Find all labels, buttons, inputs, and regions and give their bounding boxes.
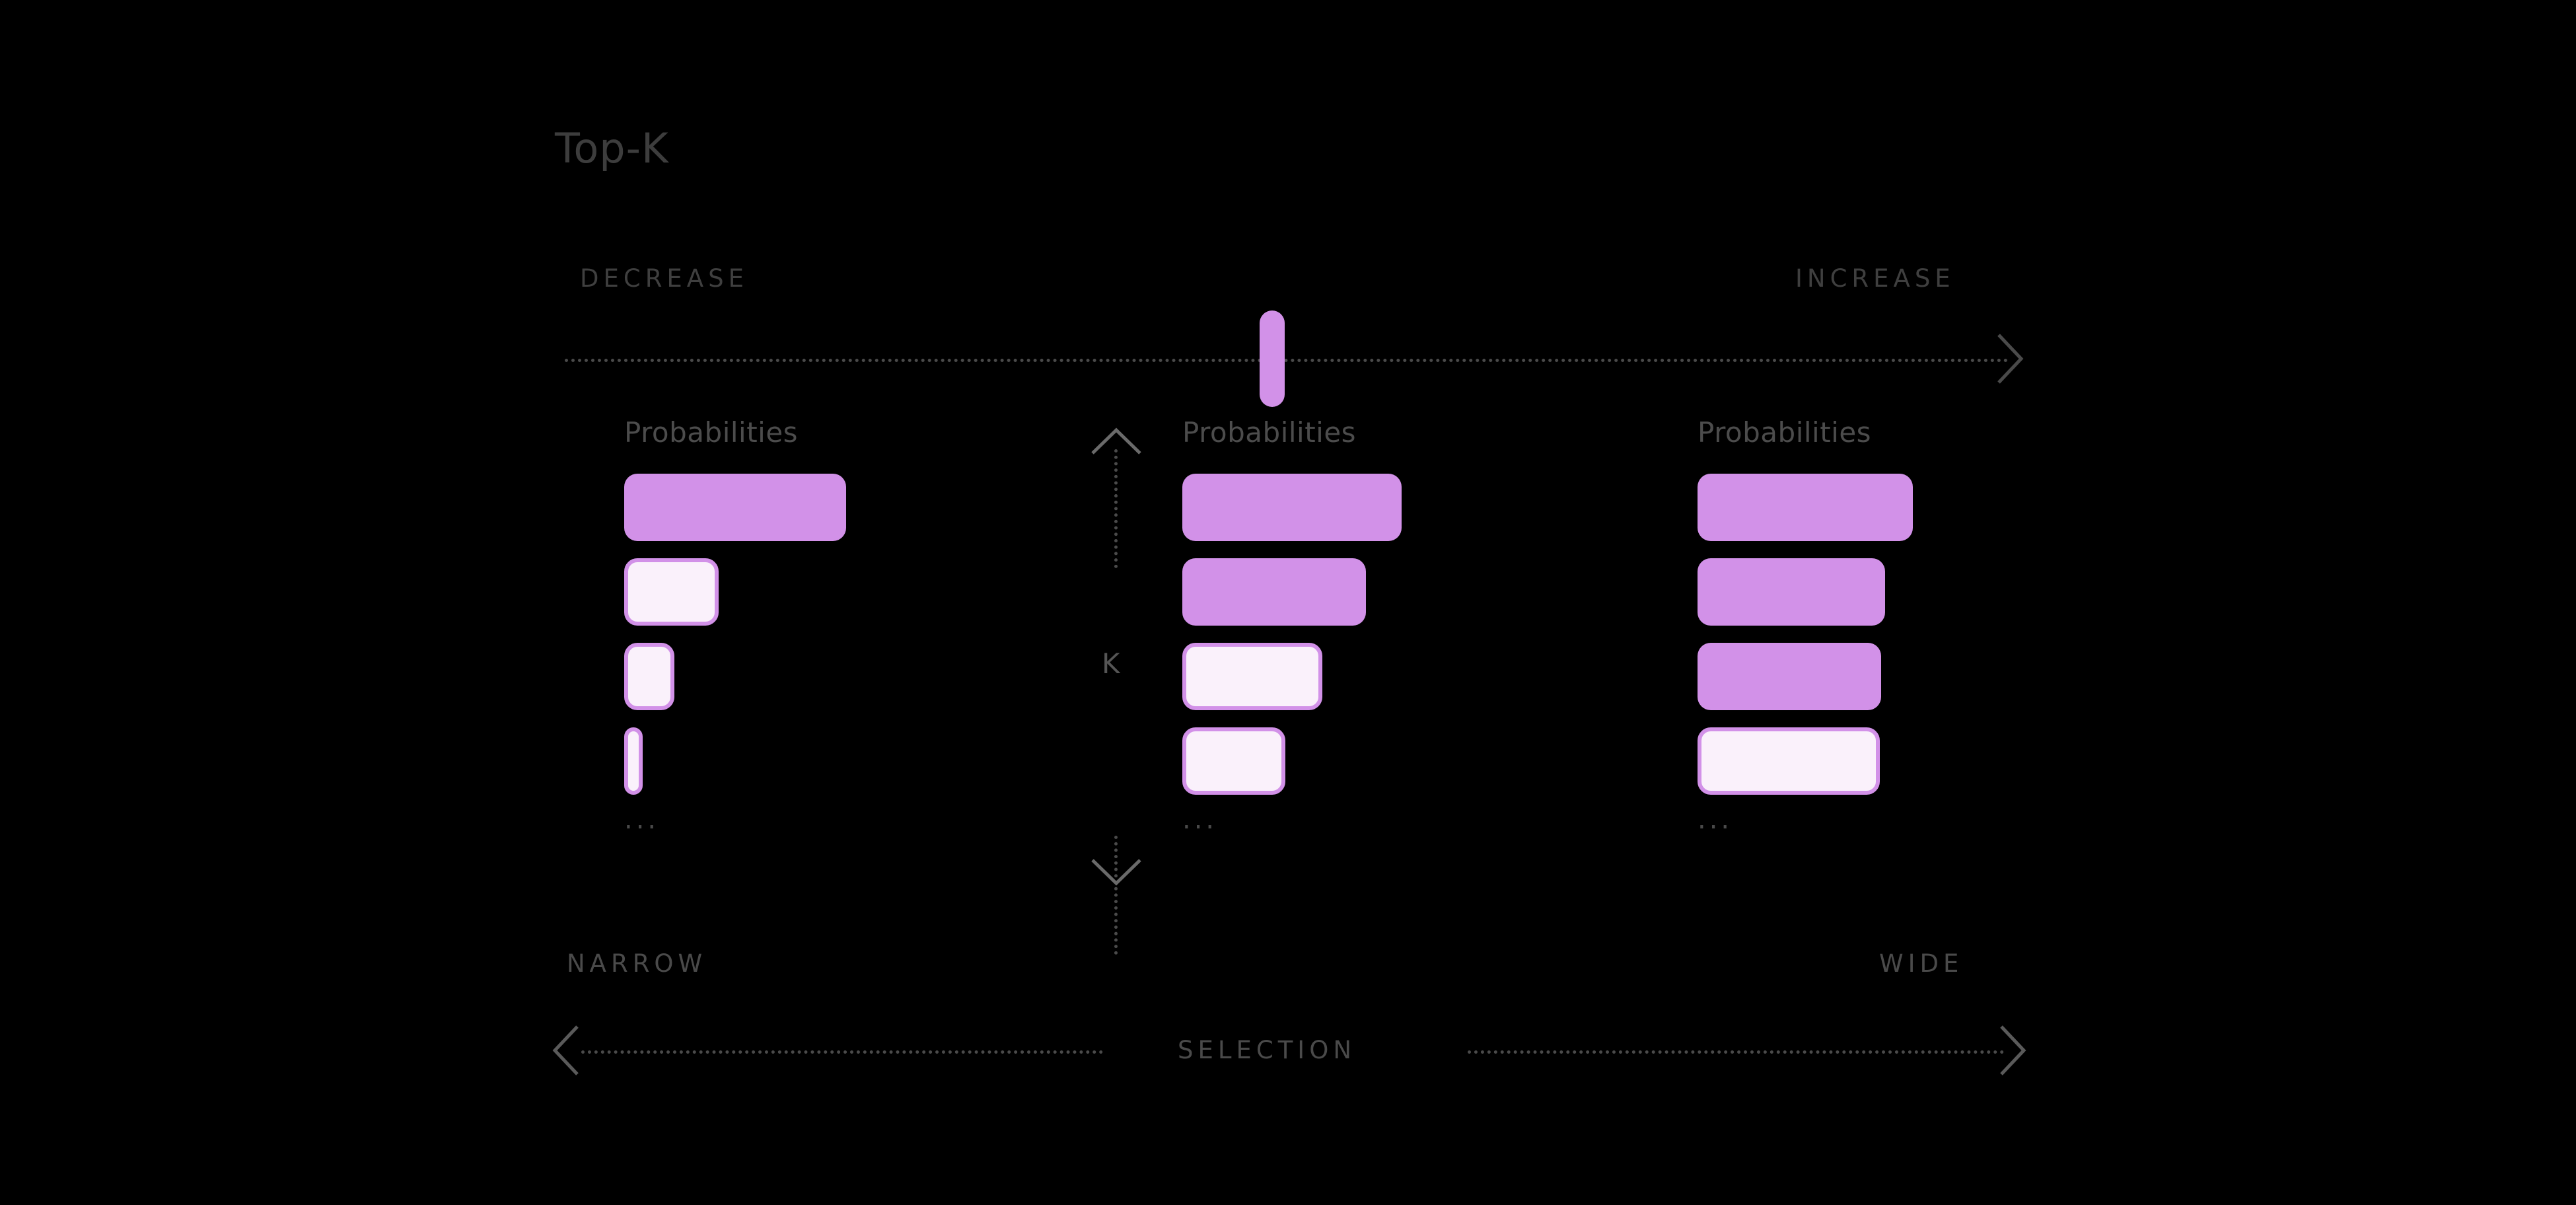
arrow-down-icon (1091, 859, 1141, 886)
column-title: Probabilities (624, 416, 799, 449)
probability-bar (624, 558, 719, 626)
bar-list (1182, 474, 1402, 795)
arrow-left-icon (552, 1025, 579, 1076)
column-title: Probabilities (1182, 416, 1357, 449)
page-title: Top-K (555, 124, 669, 172)
probability-bar (624, 727, 643, 795)
bottom-axis-right-label: WIDE (1879, 949, 1964, 978)
probability-bar (624, 474, 846, 541)
arrow-up-icon (1091, 427, 1141, 455)
top-axis-left-label: DECREASE (580, 264, 748, 293)
probability-column-2: Probabilities ... (1182, 416, 1402, 833)
top-axis-right-label: INCREASE (1795, 264, 1955, 293)
bottom-axis-track-left (581, 1050, 1103, 1054)
top-k-slider-handle[interactable] (1260, 310, 1285, 407)
top-axis-track[interactable] (565, 359, 2009, 362)
probability-bar (1698, 727, 1880, 795)
bar-list (624, 474, 846, 795)
probability-column-3: Probabilities ... (1698, 416, 1913, 833)
probability-bar (1182, 727, 1285, 795)
probability-bar (1698, 474, 1913, 541)
probability-bar (1698, 558, 1885, 626)
column-ellipsis: ... (1698, 805, 1733, 835)
arrow-right-icon (1997, 334, 2024, 384)
column-ellipsis: ... (624, 805, 660, 835)
k-axis-label: K (1102, 647, 1120, 680)
arrow-right-icon (2000, 1025, 2026, 1076)
k-axis-line-lower (1114, 836, 1118, 955)
bottom-axis-center-label: SELECTION (1178, 1036, 1357, 1064)
probability-bar (1182, 558, 1366, 626)
probability-bar (1182, 474, 1402, 541)
column-title: Probabilities (1698, 416, 1872, 449)
bottom-axis-track-right (1468, 1050, 2004, 1054)
bottom-axis-left-label: NARROW (567, 949, 707, 978)
k-axis-line-upper (1114, 449, 1118, 568)
bar-list (1698, 474, 1913, 795)
column-ellipsis: ... (1182, 805, 1218, 835)
probability-column-1: Probabilities ... (624, 416, 846, 833)
probability-bar (1698, 643, 1881, 710)
probability-bar (1182, 643, 1322, 710)
probability-bar (624, 643, 674, 710)
